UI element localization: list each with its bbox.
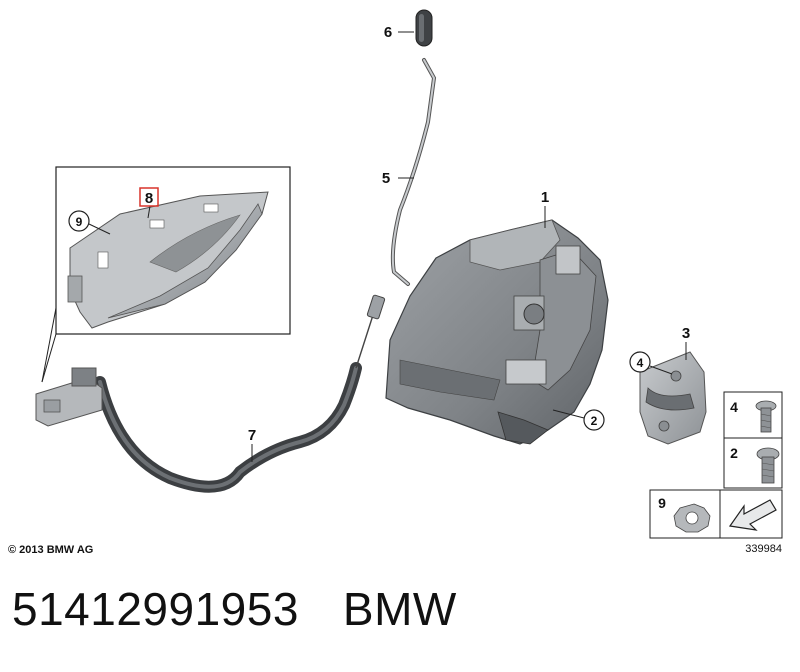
- legend-screws: 4 2: [723, 391, 783, 489]
- screw-2-icon: [756, 447, 780, 484]
- callout-9-inset: 9: [76, 215, 83, 229]
- screw-4-icon: [755, 400, 777, 433]
- lock-button-rod: 5: [382, 58, 437, 286]
- diagram-number: 339984: [745, 543, 782, 555]
- callout-4: 4: [637, 356, 644, 370]
- callout-4-circle: [629, 351, 651, 373]
- legend-label-2: 2: [730, 445, 738, 461]
- legend-label-4: 4: [730, 399, 738, 415]
- callout-6: 6: [384, 24, 392, 41]
- footer: 51412991953 BMW: [12, 582, 457, 636]
- lock-button-knob: 6: [384, 9, 433, 47]
- leader-line: [147, 205, 151, 219]
- bowden-cable: 7: [35, 294, 386, 493]
- door-lock: 1 2: [385, 189, 609, 445]
- callout-2: 2: [591, 414, 598, 428]
- callout-2-circle: [583, 409, 605, 431]
- callout-8: 8: [145, 190, 153, 207]
- leader-line: [552, 409, 585, 419]
- interior-door-handle: [67, 191, 269, 329]
- cable-hose: [94, 362, 362, 493]
- callout-9-circle: [68, 210, 90, 232]
- inset-pointer-line: [41, 307, 57, 383]
- copyright: © 2013 BMW AG: [8, 544, 93, 556]
- door-striker: 3 4: [629, 325, 707, 445]
- cable-end-fitting: [366, 294, 386, 320]
- callout-3: 3: [682, 325, 690, 342]
- leader-line: [649, 365, 673, 375]
- inset-frame: [55, 166, 291, 335]
- legend-label-9: 9: [658, 495, 666, 511]
- leader-line: [88, 223, 111, 235]
- legend-box-screw-4: [723, 391, 783, 439]
- part-number: 51412991953: [12, 583, 299, 635]
- clip-nut-icon: [673, 503, 711, 533]
- arrow-icon: [728, 499, 777, 531]
- handle-inset: 8 9: [41, 166, 291, 383]
- callout-7: 7: [248, 427, 256, 444]
- cable-mount-bracket: [35, 367, 103, 427]
- inset-pointer-line: [41, 333, 57, 383]
- legend-clip: 9: [649, 489, 783, 539]
- callout-5: 5: [382, 170, 390, 187]
- brand-name: BMW: [342, 583, 457, 635]
- callout-1: 1: [541, 189, 549, 206]
- highlight-box: [139, 187, 159, 207]
